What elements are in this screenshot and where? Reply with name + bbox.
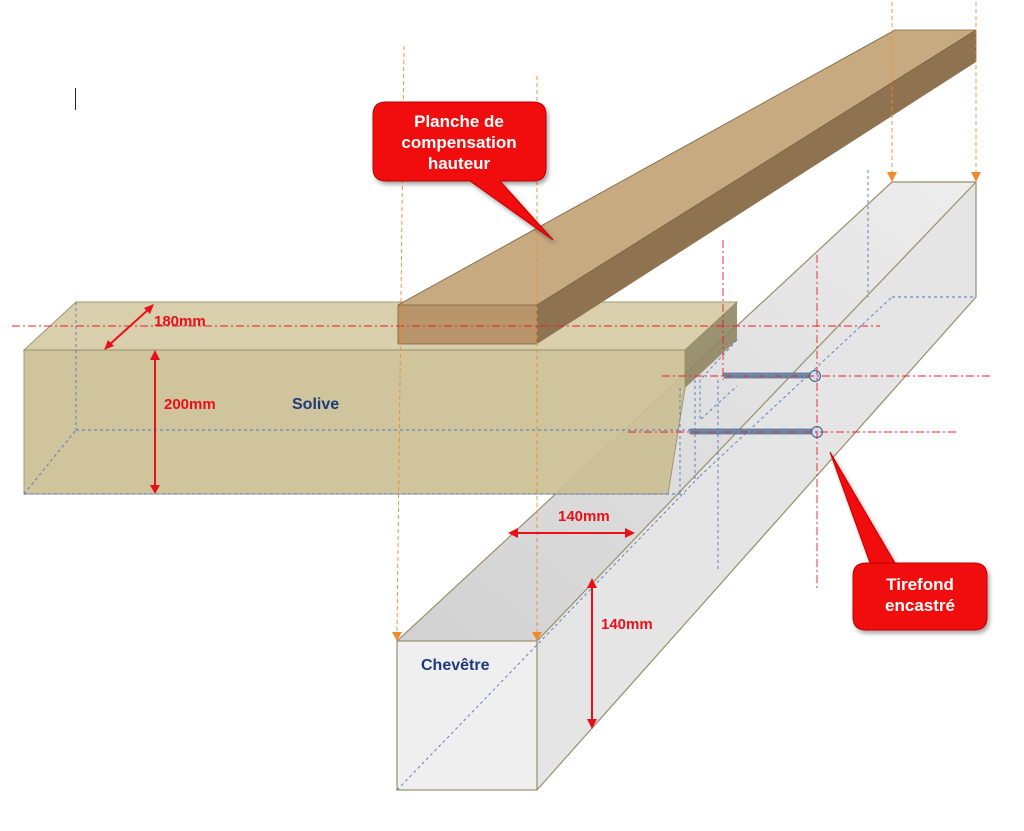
screw-callout-line-1: Tirefond xyxy=(886,575,954,594)
joist-height-label: 200mm xyxy=(164,396,216,413)
joist-name-label: Solive xyxy=(292,396,339,413)
assembly-guide-arrowheads xyxy=(392,172,981,641)
plank-callout-line-2: compensation xyxy=(401,133,516,152)
header-top-face xyxy=(397,182,976,641)
dimension-lines xyxy=(104,304,635,729)
plank-front-face xyxy=(397,304,538,345)
plank-callout-line-3: hauteur xyxy=(428,154,491,173)
compensation-plank xyxy=(397,29,977,345)
plank-callout-line-1: Planche de xyxy=(414,112,504,131)
header-height-label: 140mm xyxy=(601,616,653,633)
header-right-face xyxy=(537,182,976,790)
axis-lines xyxy=(12,240,992,590)
screw-callout-line-2: encastré xyxy=(885,596,955,615)
lag-screw-lower xyxy=(689,428,816,435)
header-width-label: 140mm xyxy=(558,508,610,525)
joist-side-face xyxy=(685,302,737,388)
text-cursor xyxy=(75,88,76,110)
joist-width-label: 180mm xyxy=(154,313,206,330)
lag-screw-upper xyxy=(723,372,815,379)
joist-front-face xyxy=(23,349,686,495)
header-name-label: Chevêtre xyxy=(421,657,490,674)
header-beam xyxy=(396,170,977,791)
screw-callout xyxy=(829,451,988,631)
plank-top-face xyxy=(398,30,976,305)
plank-callout xyxy=(372,101,554,241)
header-front-face xyxy=(396,640,538,791)
plank-side-face xyxy=(537,30,976,344)
